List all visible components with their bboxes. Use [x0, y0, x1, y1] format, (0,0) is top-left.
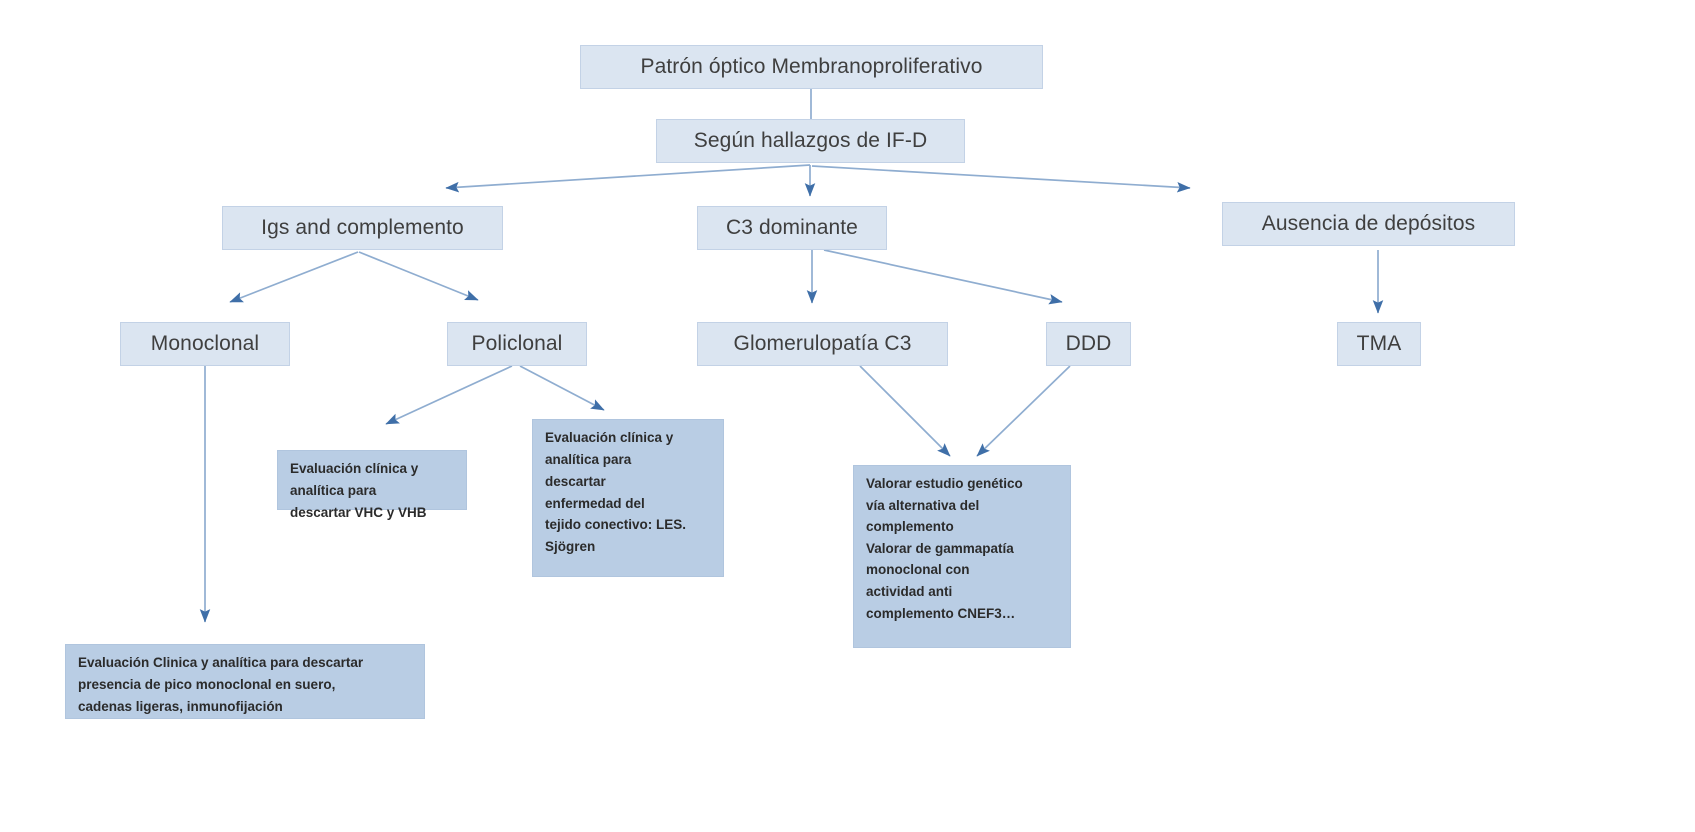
edge-glomerulopatia-detail [859, 365, 951, 457]
node-c3-dominante[interactable]: C3 dominante [697, 206, 887, 250]
node-criteria[interactable]: Según hallazgos de IF-D [656, 119, 965, 163]
node-monoclonal[interactable]: Monoclonal [120, 322, 290, 366]
detail-c3-ddd[interactable]: Valorar estudio genético vía alternativa… [853, 465, 1071, 648]
edge-igs-monoclonal [229, 251, 359, 303]
node-ausencia-de-depositos[interactable]: Ausencia de depósitos [1222, 202, 1515, 246]
edge-policlonal-right-detail [519, 365, 605, 411]
node-glomerulopatia-c3[interactable]: Glomerulopatía C3 [697, 322, 948, 366]
edge-ddd-detail [976, 365, 1071, 457]
edge-igs-policlonal [358, 251, 479, 301]
node-policlonal[interactable]: Policlonal [447, 322, 587, 366]
node-igs-and-complemento[interactable]: Igs and complemento [222, 206, 503, 250]
node-root[interactable]: Patrón óptico Membranoproliferativo [580, 45, 1043, 89]
edge-criteria-ausencia [811, 165, 1191, 193]
node-ddd[interactable]: DDD [1046, 322, 1131, 366]
node-tma[interactable]: TMA [1337, 322, 1421, 366]
edge-criteria-igs [445, 164, 811, 193]
detail-monoclonal[interactable]: Evaluación Clinica y analítica para desc… [65, 644, 425, 719]
edge-c3-ddd [823, 249, 1063, 305]
detail-policlonal-right[interactable]: Evaluación clínica y analítica para desc… [532, 419, 724, 577]
detail-policlonal-left[interactable]: Evaluación clínica y analítica para desc… [277, 450, 467, 520]
edge-policlonal-left-detail [385, 365, 513, 425]
